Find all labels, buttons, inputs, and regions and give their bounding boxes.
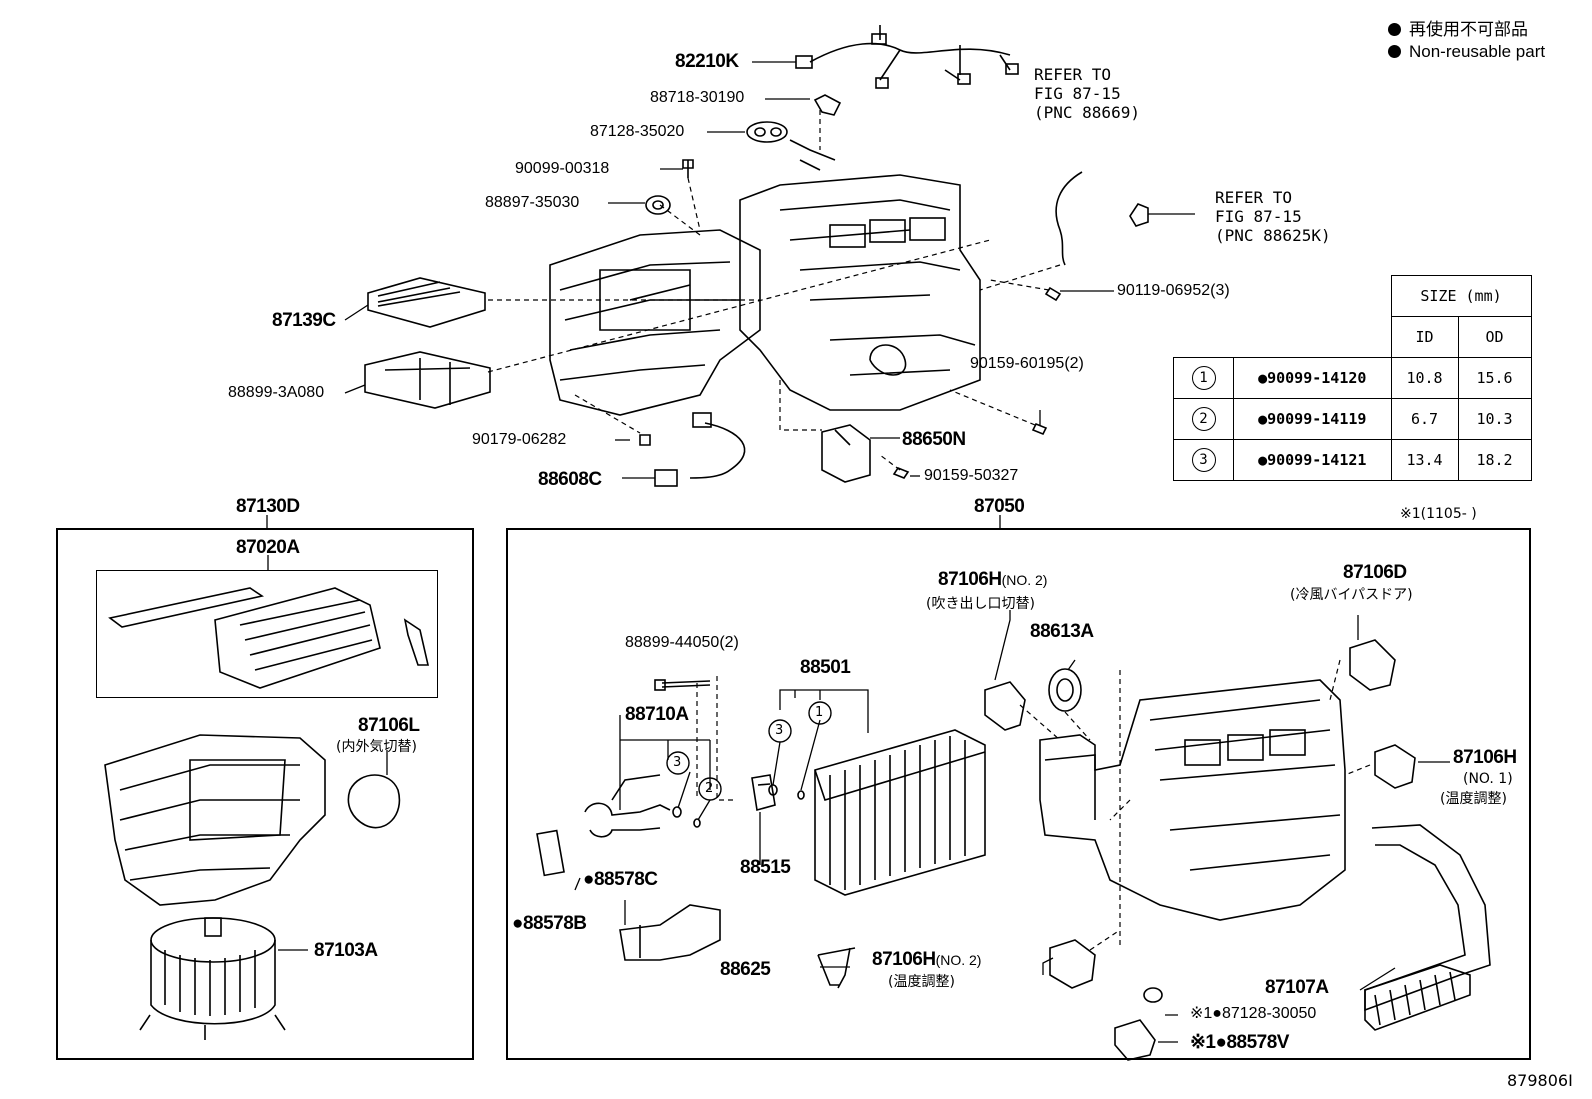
valve-88515	[751, 774, 776, 812]
label-88625[interactable]: 88625	[720, 959, 771, 980]
label-88578B[interactable]: ●88578B	[512, 913, 587, 934]
blower-case-top	[549, 229, 761, 416]
label-82210K[interactable]: 82210K	[675, 51, 739, 72]
label-87106H-no2-temp-desc: (温度調整)	[888, 974, 955, 990]
callout-1: 1	[815, 705, 824, 720]
label-88515[interactable]: 88515	[740, 857, 791, 878]
filter-cover-87020A	[108, 587, 430, 689]
label-88608C[interactable]: 88608C	[538, 469, 602, 490]
blower-motor-87103A	[139, 917, 286, 1040]
label-90159-50327[interactable]: 90159-50327	[924, 467, 1019, 484]
assembly-box-87050	[506, 528, 1531, 1060]
oring-size-table: SIZE (mm) ID OD 1 ●90099-14120 10.8 15.6…	[1173, 275, 1532, 481]
table-row: 3 ●90099-14121 13.4 18.2	[1173, 439, 1532, 481]
label-88899-3A080[interactable]: 88899-3A080	[228, 384, 325, 401]
label-87128-35020[interactable]: 87128-35020	[590, 123, 685, 140]
label-87107A[interactable]: 87107A	[1265, 977, 1329, 998]
assembly-box-87130D	[56, 528, 474, 1060]
label-88897-35030[interactable]: 88897-35030	[485, 194, 580, 211]
label-88718-30190[interactable]: 88718-30190	[650, 89, 745, 106]
label-90179-06282[interactable]: 90179-06282	[472, 431, 567, 448]
label-88899-44050[interactable]: 88899-44050(2)	[625, 634, 739, 651]
label-88578V[interactable]: ※1●88578V	[1190, 1032, 1289, 1053]
callout-3: 3	[673, 755, 682, 770]
label-88501[interactable]: 88501	[800, 657, 851, 678]
pipe-88710A	[584, 774, 671, 838]
heater-core-87107A	[1364, 824, 1491, 1031]
hvac-unit-top	[739, 139, 981, 411]
callout-3: 3	[775, 723, 784, 738]
callout-2: 2	[705, 781, 714, 796]
insulator-88578B	[536, 829, 565, 877]
label-87130D[interactable]: 87130D	[236, 496, 300, 517]
refer-note-88625K: REFER TO FIG 87-15 (PNC 88625K)	[1215, 188, 1331, 245]
label-87106D[interactable]: 87106D	[1343, 562, 1407, 583]
evaporator-88501	[814, 729, 986, 896]
label-87128-30050[interactable]: ※1●87128-30050	[1190, 1005, 1317, 1022]
assembly-box-87020A	[96, 570, 438, 698]
note-1105: ※1(1105- )	[1400, 506, 1477, 522]
pipe-88578C	[619, 904, 721, 961]
label-90099-00318[interactable]: 90099-00318	[515, 160, 610, 177]
label-87139C[interactable]: 87139C	[272, 310, 336, 331]
label-87106H-no1[interactable]: 87106H	[1453, 747, 1517, 768]
label-87020A[interactable]: 87020A	[236, 537, 300, 558]
label-87050[interactable]: 87050	[974, 496, 1025, 517]
label-88578C[interactable]: ●88578C	[583, 869, 658, 890]
table-row: 2 ●90099-14119 6.7 10.3	[1173, 398, 1532, 440]
legend-jp: 再使用不可部品	[1388, 15, 1528, 40]
cabin-filter-88899	[364, 351, 491, 409]
label-87106H-no1-desc: (温度調整)	[1440, 791, 1507, 807]
servo-motors	[817, 639, 1416, 989]
screws-88899-44050	[654, 676, 735, 801]
label-87106H-no2-temp[interactable]: 87106H(NO. 2)	[872, 949, 982, 970]
label-90119-06952[interactable]: 90119-06952(3)	[1117, 282, 1230, 299]
label-87106D-desc: (冷風バイパスドア)	[1290, 587, 1413, 603]
legend-en: Non-reusable part	[1388, 42, 1545, 62]
label-87106H-no1-sub: (NO. 1)	[1463, 771, 1513, 787]
hvac-unit-87050	[1039, 679, 1346, 921]
col-od-header: OD	[1457, 316, 1532, 358]
label-88613A[interactable]: 88613A	[1030, 621, 1094, 642]
bullet-icon	[1388, 45, 1401, 58]
label-87106H-no2-outlet[interactable]: 87106H(NO. 2)	[938, 569, 1048, 590]
size-header: SIZE (mm)	[1390, 275, 1532, 317]
label-87106H-no2-outlet-desc: (吹き出し口切替)	[926, 596, 1035, 612]
label-87103A[interactable]: 87103A	[314, 940, 378, 961]
label-87106L-desc: (内外気切替)	[336, 739, 417, 755]
refer-note-88669: REFER TO FIG 87-15 (PNC 88669)	[1034, 65, 1140, 122]
cabin-filter-87139C	[367, 277, 486, 328]
bullet-icon	[1388, 23, 1401, 36]
table-row: 1 ●90099-14120 10.8 15.6	[1173, 357, 1532, 399]
label-87106L[interactable]: 87106L	[358, 715, 420, 736]
seal-88578V	[1114, 1019, 1156, 1061]
label-88710A[interactable]: 88710A	[625, 704, 689, 725]
label-90159-60195[interactable]: 90159-60195(2)	[970, 355, 1084, 372]
wire-harness-drawing	[795, 25, 1019, 89]
col-id-header: ID	[1390, 316, 1459, 358]
blower-case-87130D	[104, 734, 401, 906]
figure-id: 879806I	[1507, 1071, 1573, 1090]
label-88650N[interactable]: 88650N	[902, 429, 966, 450]
